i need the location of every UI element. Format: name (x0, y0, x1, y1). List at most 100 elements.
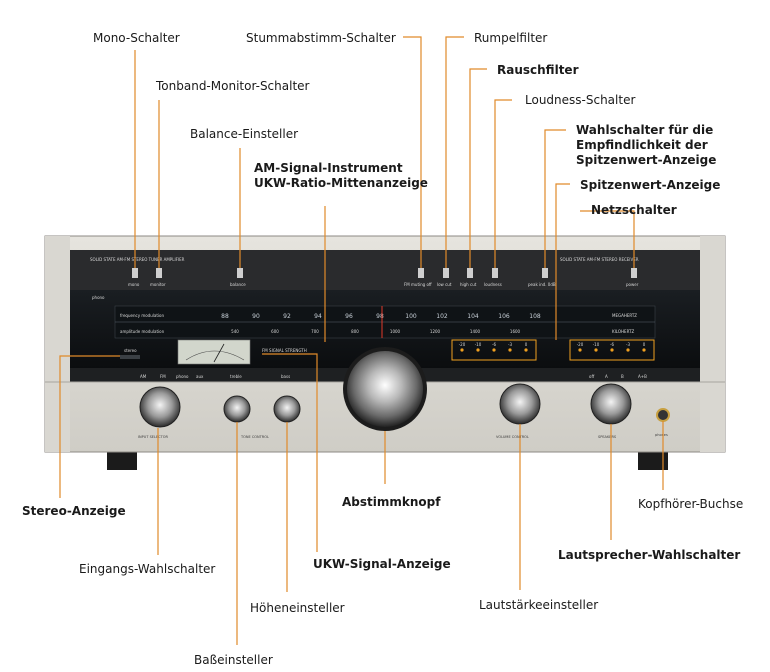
am-scale-tick: 540 (231, 329, 239, 334)
peak-led (508, 348, 512, 352)
leader-stereo (59, 355, 120, 498)
peak-led (492, 348, 496, 352)
input-selector-knob[interactable] (139, 386, 181, 428)
leader-lines (59, 36, 664, 645)
am-scale-tick: 700 (311, 329, 319, 334)
peak-led (460, 348, 464, 352)
fm-scale-tick: 102 (436, 313, 448, 320)
label-bass: Baßeinsteller (194, 653, 273, 667)
volume-knob[interactable] (499, 383, 541, 425)
leader-ukw-signal (262, 353, 318, 552)
peak-led (610, 348, 614, 352)
panel-fm-muting: FM muting off (404, 282, 432, 287)
panel-am-mod: amplitude modulation (120, 329, 165, 334)
panel-input-selector: INPUT SELECTOR (138, 435, 169, 439)
panel-balance: balance (230, 282, 246, 287)
am-scale-tick: 1400 (470, 329, 481, 334)
leader-netz (580, 210, 635, 268)
label-am-1: AM-Signal-Instrument (254, 161, 403, 175)
tuning-knob[interactable] (347, 351, 423, 427)
panel-treble: treble (230, 374, 242, 379)
label-netz: Netzschalter (591, 203, 677, 217)
label-wahl-3: Spitzenwert-Anzeige (576, 153, 716, 167)
label-wahl-2: Empfindlichkeit der (576, 138, 708, 152)
mono-switch[interactable] (132, 268, 138, 278)
low-cut-switch[interactable] (443, 268, 449, 278)
panel-volume-control: VOLUME CONTROL (496, 435, 529, 439)
leader-wahl (544, 129, 566, 268)
right-side (700, 236, 725, 452)
label-mono: Mono-Schalter (93, 31, 180, 45)
peak-scale-label: -3 (508, 342, 512, 347)
top-switches (132, 268, 637, 278)
stereo-indicator (120, 355, 140, 359)
bass-knob[interactable] (273, 395, 301, 423)
panel-spk-a: A (605, 374, 608, 379)
panel-spk-ab: A+B (638, 374, 647, 379)
leader-rumpel (445, 36, 464, 268)
panel-spk-b: B (621, 374, 624, 379)
am-signal-meter (177, 339, 251, 365)
label-rausch: Rauschfilter (497, 63, 579, 77)
label-spitzenwert: Spitzenwert-Anzeige (580, 178, 720, 192)
panel-fm-signal: FM SIGNAL STRENGTH (262, 348, 307, 353)
fm-scale-tick: 100 (405, 313, 417, 320)
fm-scale-tick: 90 (252, 313, 260, 320)
fm-scale-tick: 96 (345, 313, 353, 320)
am-scale-tick: 1000 (390, 329, 401, 334)
peak-ind-switch[interactable] (542, 268, 548, 278)
balance-knob[interactable] (237, 268, 243, 278)
panel-stereo: stereo (124, 348, 137, 353)
label-am-2: UKW-Ratio-Mittenanzeige (254, 176, 428, 190)
leader-loudness (494, 99, 512, 268)
label-stereo: Stereo-Anzeige (22, 504, 126, 518)
peak-scale-label: -3 (626, 342, 630, 347)
label-lautsprecher: Lautsprecher-Wahlschalter (558, 548, 740, 562)
panel-tone-control: TONE CONTROL (240, 435, 269, 439)
power-switch[interactable] (631, 268, 637, 278)
panel-monitor: monitor (150, 282, 166, 287)
peak-led (578, 348, 582, 352)
panel-bass: bass (281, 374, 290, 379)
am-scale-tick: 800 (351, 329, 359, 334)
peak-led (594, 348, 598, 352)
panel-phones: phones (655, 433, 668, 437)
label-loudness: Loudness-Schalter (525, 93, 635, 107)
fm-scale-tick: 108 (529, 313, 541, 320)
panel-top-left: SOLID STATE AM-FM STEREO TUNER AMPLIFIER (90, 257, 185, 262)
peak-scale-label: -20 (459, 342, 466, 347)
peak-scale-label: -20 (577, 342, 584, 347)
left-foot (107, 450, 137, 470)
label-eingang: Eingangs-Wahlschalter (79, 562, 215, 576)
fm-muting-switch[interactable] (418, 268, 424, 278)
label-lautstaerke: Lautstärkeeinsteller (479, 598, 598, 612)
panel-sel-aux: aux (196, 374, 204, 379)
left-side (45, 236, 70, 452)
panel-peak-ind: peak ind. 0dB (528, 282, 556, 287)
fm-scale-tick: 104 (467, 313, 479, 320)
fm-scale-tick: 94 (314, 313, 322, 320)
am-scale-tick: 600 (271, 329, 279, 334)
panel-phono: phono (92, 295, 105, 300)
peak-led (476, 348, 480, 352)
monitor-switch[interactable] (156, 268, 162, 278)
callout-labels: Mono-Schalter Tonband-Monitor-Schalter B… (22, 31, 743, 667)
leader-rausch (469, 68, 487, 268)
high-cut-switch[interactable] (467, 268, 473, 278)
panel-high-cut: high cut (460, 282, 477, 287)
fm-scale-tick: 92 (283, 313, 291, 320)
leader-spitzenwert (555, 183, 570, 340)
receiver: SOLID STATE AM-FM STEREO TUNER AMPLIFIER… (44, 235, 726, 470)
peak-scale-label: -6 (492, 342, 496, 347)
speakers-knob[interactable] (590, 383, 632, 425)
peak-scale-label: 0 (643, 342, 646, 347)
phones-jack[interactable] (656, 408, 670, 422)
peak-scale-label: -6 (610, 342, 614, 347)
treble-knob[interactable] (223, 395, 251, 423)
loudness-switch[interactable] (492, 268, 498, 278)
peak-scale-label: 0 (525, 342, 528, 347)
panel-khz: KILOHERTZ (612, 329, 635, 334)
label-balance: Balance-Einsteller (190, 127, 298, 141)
